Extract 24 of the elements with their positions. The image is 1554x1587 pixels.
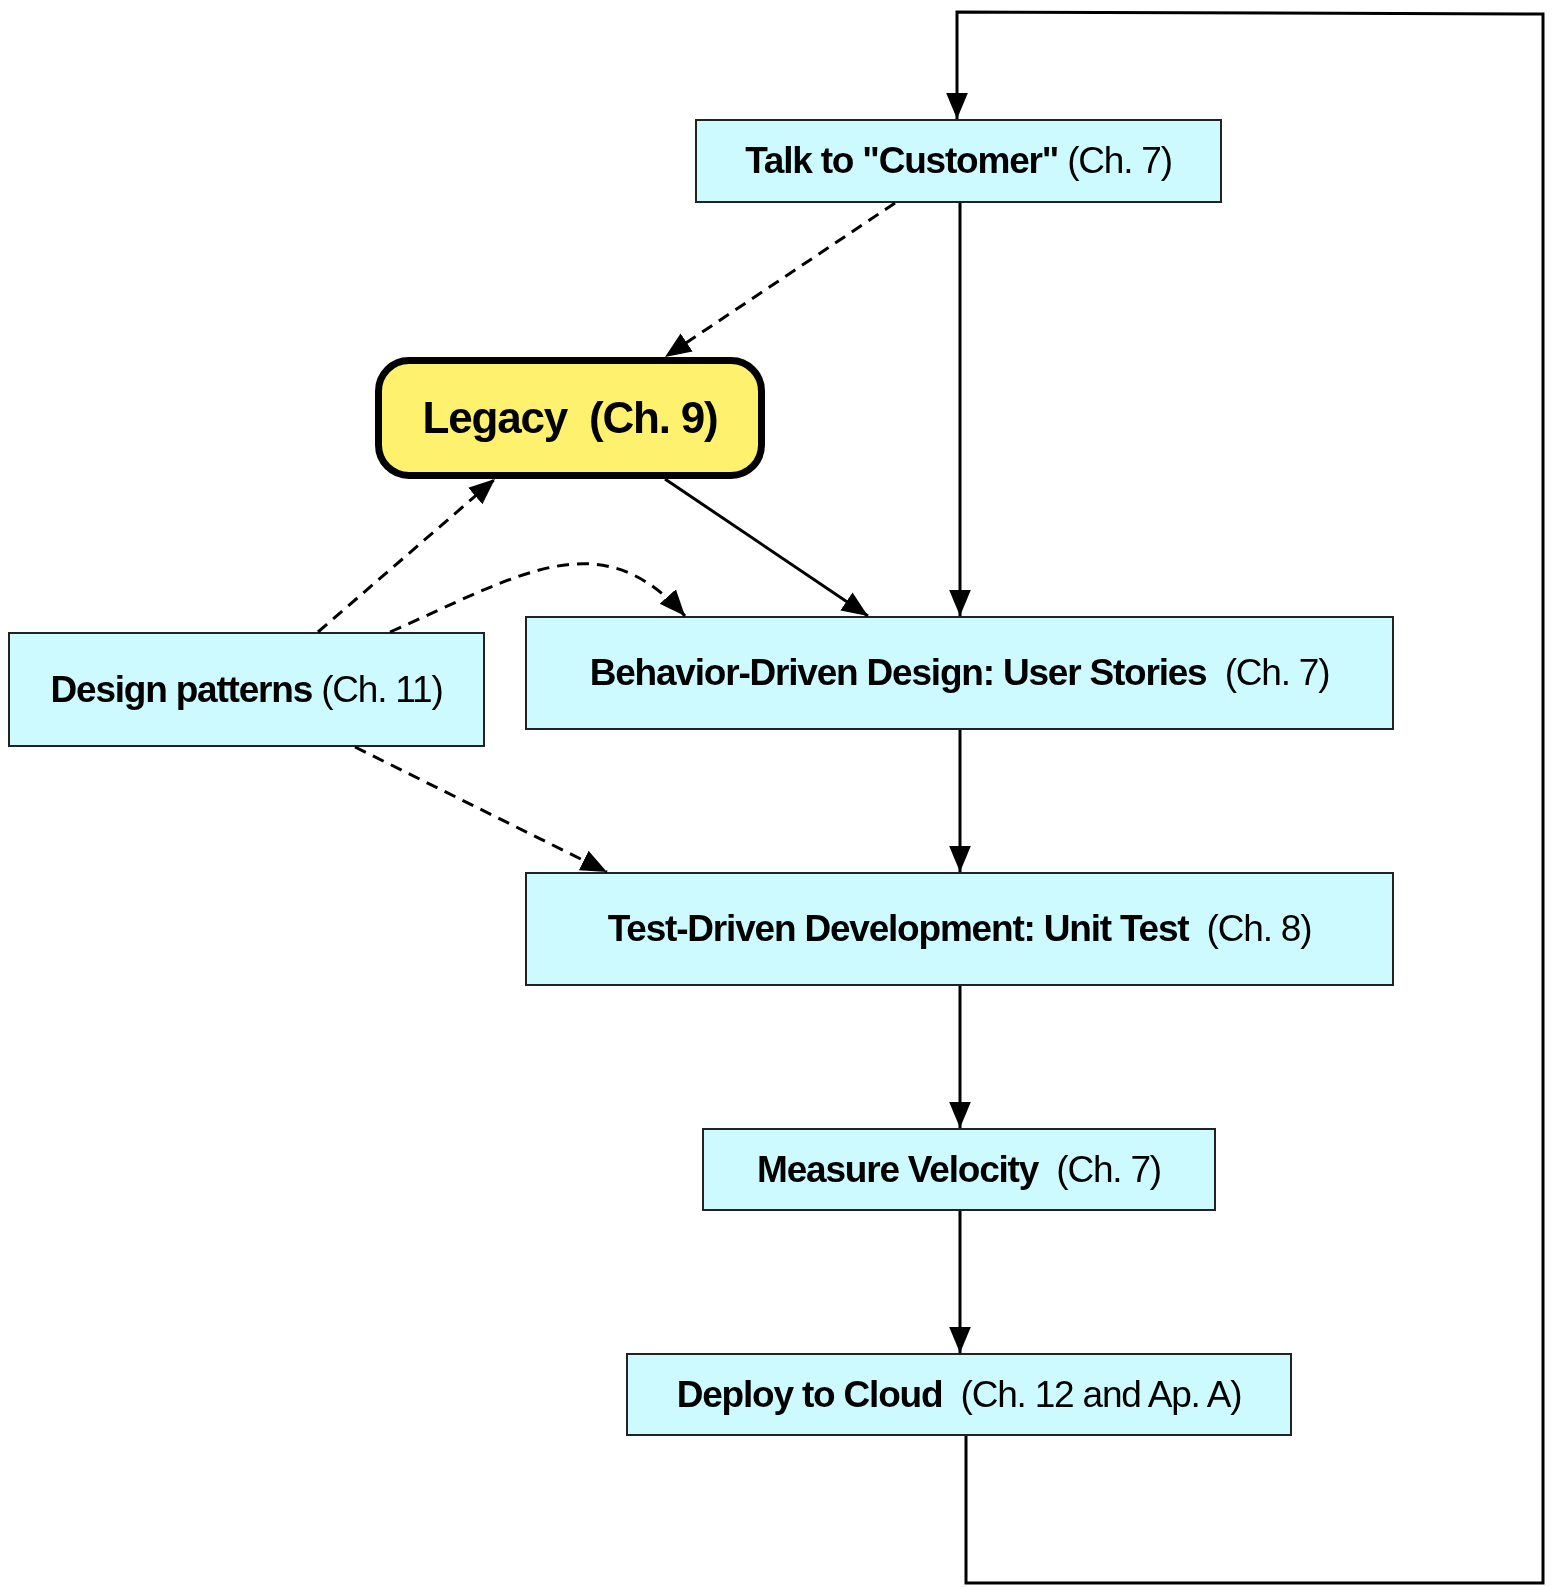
arrow [949,1211,971,1353]
step-label: Legacy (Ch. 9) [422,393,718,443]
arrow [949,986,971,1128]
process-box [525,616,1394,730]
process-box [8,632,485,747]
highlighted-step-box [375,357,765,479]
dashed-arrow [664,201,896,359]
step-label: Talk to "Customer" (Ch. 7) [745,140,1172,182]
dashed-arrow [317,477,496,634]
step-label: Test-Driven Development: Unit Test (Ch. 8) [607,908,1312,950]
process-box [525,872,1394,986]
arrow [946,10,1545,1585]
dashed-arrow [354,745,608,874]
process-box [702,1128,1216,1211]
process-box [626,1353,1292,1436]
arrow [664,477,869,618]
arrow [949,730,971,872]
arrow [949,203,971,616]
step-label: Design patterns (Ch. 11) [50,668,443,711]
step-label: Deploy to Cloud (Ch. 12 and Ap. A) [676,1373,1242,1416]
dashed-arrow [389,562,687,634]
step-label: Behavior-Driven Design: User Stories (Ch. 7) [589,652,1330,694]
process-box [695,119,1222,203]
step-label: Measure Velocity (Ch. 7) [757,1148,1161,1191]
